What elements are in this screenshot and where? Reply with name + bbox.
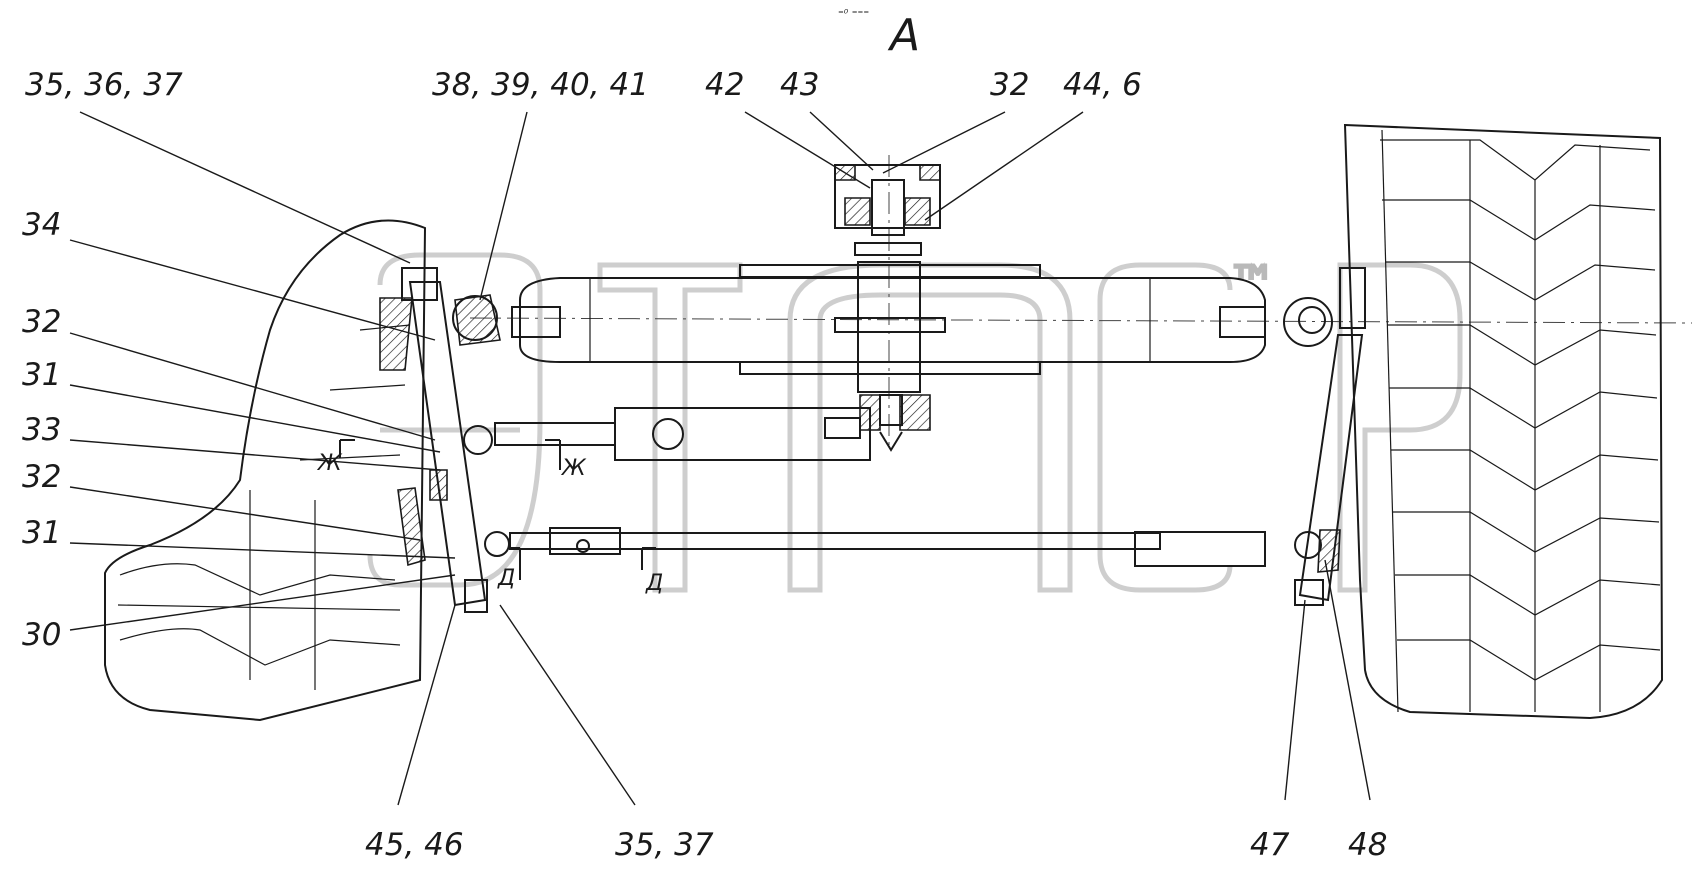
callout-33: 33 xyxy=(22,412,61,448)
callout-31-b: 31 xyxy=(22,515,61,551)
callout-43: 43 xyxy=(780,67,819,103)
callout-32-a: 32 xyxy=(22,304,61,340)
axle-centerline xyxy=(469,317,1693,324)
section-marks: Ж Ж Д Д xyxy=(316,439,663,596)
callout-34: 34 xyxy=(22,207,61,243)
tie-rod xyxy=(509,527,1266,567)
callout-30: 30 xyxy=(22,617,61,653)
left-tire xyxy=(104,219,427,722)
view-label: А xyxy=(887,10,920,61)
callout-38-39-40-41: 38, 39, 40, 41 xyxy=(432,67,649,103)
steering-cylinder xyxy=(494,407,871,461)
header-mark: ⁼⁰ ⁼⁼⁼ xyxy=(838,7,869,20)
callout-32-b: 32 xyxy=(22,459,61,495)
callout-47: 47 xyxy=(1250,827,1290,863)
callout-42: 42 xyxy=(705,67,744,103)
callout-44-6: 44, 6 xyxy=(1063,67,1142,103)
callouts: 35, 36, 37 38, 39, 40, 41 42 43 32 44, 6… xyxy=(22,67,1387,863)
section-zh-left: Ж xyxy=(316,451,343,476)
section-d-left: Д xyxy=(497,566,515,591)
callout-45-46: 45, 46 xyxy=(365,827,464,863)
callout-32-top: 32 xyxy=(990,67,1029,103)
axle-beam xyxy=(511,261,1333,393)
callout-48: 48 xyxy=(1348,827,1387,863)
callout-35-36-37: 35, 36, 37 xyxy=(25,67,183,103)
left-steering-knuckle xyxy=(379,267,510,613)
right-tire xyxy=(1343,123,1664,720)
callout-35-37: 35, 37 xyxy=(615,827,714,863)
section-d-right: Д xyxy=(645,571,663,596)
callout-31-a: 31 xyxy=(22,357,61,393)
right-steering-knuckle xyxy=(1294,267,1366,606)
leader-lines xyxy=(69,111,1371,806)
section-zh-right: Ж xyxy=(560,456,587,481)
